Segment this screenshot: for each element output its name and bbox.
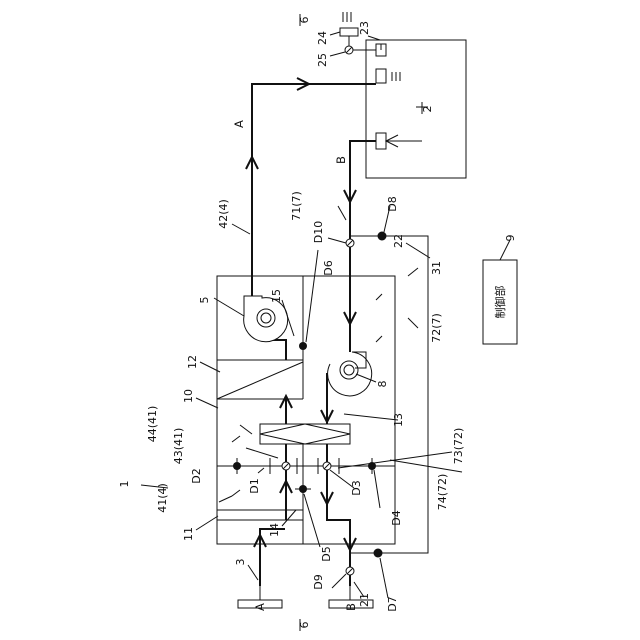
label-D8: D8 bbox=[386, 196, 399, 211]
label-11: 11 bbox=[182, 527, 195, 541]
label-10: 10 bbox=[182, 389, 195, 403]
label-25: 25 bbox=[316, 53, 329, 67]
label-42-4: 42(4) bbox=[217, 199, 230, 229]
label-D7: D7 bbox=[386, 596, 399, 611]
leader-42 bbox=[232, 224, 250, 234]
leader-11 bbox=[196, 516, 218, 530]
leader-D10 bbox=[328, 238, 346, 243]
label-D6: D6 bbox=[322, 260, 335, 275]
supply-duct-42 bbox=[252, 84, 376, 300]
label-D5: D5 bbox=[320, 546, 333, 561]
damper-D8-actuator bbox=[378, 232, 387, 241]
leader-5 bbox=[214, 298, 244, 316]
label-13: 13 bbox=[392, 413, 405, 427]
hx-line-3 bbox=[260, 434, 305, 444]
leader-71 bbox=[338, 206, 346, 220]
leader-D1 bbox=[258, 468, 264, 473]
label-31: 31 bbox=[430, 261, 443, 275]
label-23: 23 bbox=[358, 21, 371, 35]
leader-D5 bbox=[304, 494, 320, 547]
label-24: 24 bbox=[316, 31, 329, 45]
flow-label-A-top: A bbox=[232, 120, 246, 128]
label-D3: D3 bbox=[350, 480, 363, 495]
leader-D9 bbox=[332, 574, 346, 588]
filter-11 bbox=[217, 510, 303, 520]
flow-label-A-bottom: A bbox=[253, 603, 267, 611]
label-44-41: 44(41) bbox=[146, 406, 159, 443]
exhaust-duct-71 bbox=[350, 141, 376, 352]
hx-line-2 bbox=[305, 424, 350, 434]
label-41-4: 41(4) bbox=[156, 483, 169, 513]
leader-D6 bbox=[306, 250, 318, 342]
flow-label-B-top: B bbox=[334, 156, 348, 164]
leader-31 bbox=[408, 268, 418, 276]
label-5: 5 bbox=[198, 297, 211, 304]
label-D2: D2 bbox=[190, 468, 203, 483]
leader-24 bbox=[330, 32, 340, 35]
marker-72 bbox=[376, 336, 382, 342]
leader-43 bbox=[246, 448, 278, 458]
label-72-7: 72(7) bbox=[430, 313, 443, 343]
leader-14 bbox=[282, 510, 296, 526]
filter-12-diagonal bbox=[217, 362, 303, 399]
label-8: 8 bbox=[376, 381, 389, 388]
label-43-41: 43(41) bbox=[172, 428, 185, 465]
exhaust-fan-8 bbox=[328, 352, 372, 396]
vent-cap-24 bbox=[340, 28, 358, 36]
leader-22 bbox=[406, 243, 430, 258]
heat-exchanger-13 bbox=[260, 424, 350, 444]
controller-label: 制御部 bbox=[493, 286, 507, 319]
hx-line-4 bbox=[305, 434, 350, 444]
leader-72 bbox=[408, 318, 418, 328]
label-14: 14 bbox=[268, 523, 281, 537]
leader-23 bbox=[368, 36, 380, 40]
marker-44 bbox=[232, 436, 240, 442]
label-D1: D1 bbox=[248, 478, 261, 493]
label-22: 22 bbox=[392, 234, 405, 248]
leader-3 bbox=[248, 565, 258, 580]
label-74-72: 74(72) bbox=[436, 474, 449, 511]
damper-D7-actuator bbox=[374, 549, 383, 558]
label-D9: D9 bbox=[312, 574, 325, 589]
leader-D7 bbox=[380, 558, 388, 598]
label-D10: D10 bbox=[312, 221, 325, 243]
leader-D4 bbox=[374, 470, 380, 508]
room-supply-port bbox=[376, 69, 386, 83]
leader-25 bbox=[330, 52, 345, 56]
label-3: 3 bbox=[234, 559, 247, 566]
leader-41 bbox=[219, 496, 232, 502]
hx-line-1 bbox=[260, 424, 305, 434]
damper-D2-actuator bbox=[233, 462, 241, 470]
marker-41 bbox=[232, 490, 240, 496]
room-box bbox=[366, 40, 466, 178]
label-9: 9 bbox=[504, 235, 517, 242]
flow-label-B-bottom: B bbox=[344, 603, 358, 611]
leader-44 bbox=[240, 425, 252, 434]
label-1: 1 bbox=[118, 481, 131, 488]
label-71-7: 71(7) bbox=[290, 191, 303, 221]
damper-D5-actuator bbox=[299, 485, 307, 493]
label-21: 21 bbox=[358, 593, 371, 607]
label-12: 12 bbox=[186, 355, 199, 369]
damper-D6-actuator bbox=[299, 342, 307, 350]
label-D4: D4 bbox=[390, 510, 403, 525]
leader-10 bbox=[196, 398, 218, 408]
leader-9 bbox=[500, 240, 510, 260]
bypass-duct-22 bbox=[350, 236, 428, 553]
marker-31 bbox=[376, 294, 382, 300]
room-return-port bbox=[376, 133, 386, 149]
label-2: 2 bbox=[421, 106, 434, 113]
label-73-72: 73(72) bbox=[452, 428, 465, 465]
leader-13 bbox=[344, 414, 398, 420]
label-15: 15 bbox=[270, 289, 283, 303]
